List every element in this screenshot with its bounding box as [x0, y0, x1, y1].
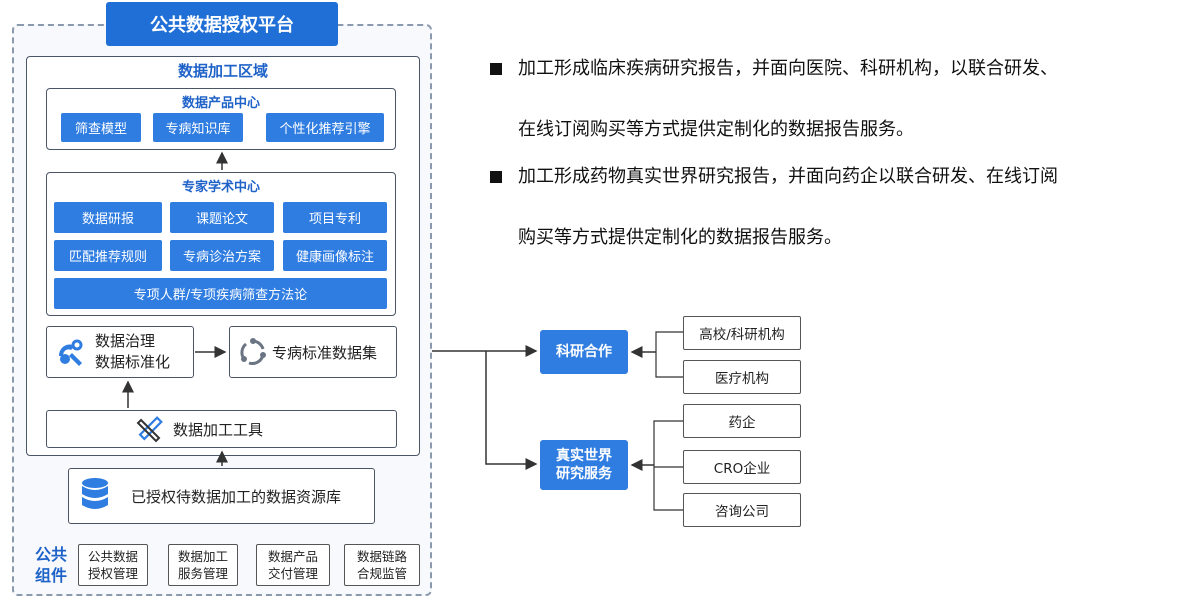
pub-item-line2: 授权管理 — [87, 566, 138, 581]
bullet-list: 加工形成临床疾病研究报告，并面向医院、科研机构，以联合研发、 在线订阅购买等方式… — [488, 54, 1188, 270]
expert-health-profile-labeling[interactable]: 健康画像标注 — [283, 240, 387, 271]
rwe-label-line1: 真实世界 — [556, 448, 612, 464]
target-medical-institutions[interactable]: 医疗机构 — [683, 360, 801, 394]
product-disease-knowledge-base[interactable]: 专病知识库 — [153, 113, 243, 142]
bullet-square-icon — [490, 171, 502, 183]
expert-screening-methodology[interactable]: 专项人群/专项疾病筛查方法论 — [54, 278, 387, 309]
bracket-rwe-targets — [653, 420, 684, 511]
standard-dataset-box[interactable]: 专病标准数据集 — [229, 326, 397, 378]
product-screening-model[interactable]: 筛查模型 — [61, 113, 141, 142]
expert-research-paper[interactable]: 课题论文 — [170, 202, 274, 233]
rwe-label-line2: 研究服务 — [556, 466, 612, 482]
bullet-item: 加工形成临床疾病研究报告，并面向医院、科研机构，以联合研发、 在线订阅购买等方式… — [488, 54, 1188, 145]
target-pharma[interactable]: 药企 — [683, 404, 801, 438]
pub-item-line1: 公共数据 — [87, 549, 138, 564]
public-component-delivery[interactable]: 数据产品交付管理 — [256, 544, 330, 586]
bullet-2-line1: 加工形成药物真实世界研究报告，并面向药企以联合研发、在线订阅 — [518, 166, 1058, 187]
pub-item-line2: 交付管理 — [267, 566, 318, 581]
pub-item-line1: 数据链路 — [356, 549, 407, 564]
public-component-compliance[interactable]: 数据链路合规监管 — [344, 544, 420, 586]
pub-item-line1: 数据产品 — [267, 549, 318, 564]
research-cooperation-box[interactable]: 科研合作 — [540, 330, 628, 374]
governance-line1: 数据治理 — [95, 332, 156, 350]
bullet-1-line1: 加工形成临床疾病研究报告，并面向医院、科研机构，以联合研发、 — [518, 58, 1058, 79]
target-cro[interactable]: CRO企业 — [683, 450, 801, 484]
pub-item-line1: 数据加工 — [177, 549, 228, 564]
public-components-title-line2: 组件 — [34, 566, 67, 585]
processing-tools-label: 数据加工工具 — [173, 420, 264, 439]
standard-dataset-label: 专病标准数据集 — [272, 343, 378, 362]
data-governance-box[interactable]: 数据治理 数据标准化 — [46, 326, 194, 378]
governance-icon — [55, 336, 87, 368]
rwe-service-box[interactable]: 真实世界研究服务 — [540, 440, 628, 490]
pub-item-line2: 服务管理 — [177, 566, 228, 581]
expert-project-patent[interactable]: 项目专利 — [283, 202, 387, 233]
ruler-pencil-icon — [135, 414, 165, 444]
public-component-authorization[interactable]: 公共数据授权管理 — [78, 544, 148, 586]
processing-tools-box[interactable]: 数据加工工具 — [46, 410, 397, 448]
expert-data-report[interactable]: 数据研报 — [54, 202, 162, 233]
resource-db-box[interactable]: 已授权待数据加工的数据资源库 — [68, 468, 375, 524]
bullet-item: 加工形成药物真实世界研究报告，并面向药企以联合研发、在线订阅 购买等方式提供定制… — [488, 162, 1188, 253]
resource-db-label: 已授权待数据加工的数据资源库 — [131, 487, 342, 506]
bullet-square-icon — [490, 63, 502, 75]
platform-title: 公共数据授权平台 — [106, 2, 338, 46]
target-consulting[interactable]: 咨询公司 — [683, 493, 801, 527]
arrow-to-rwe — [485, 351, 538, 470]
product-recommendation-engine[interactable]: 个性化推荐引擎 — [266, 113, 384, 142]
public-components-title: 公共 组件 — [28, 544, 74, 586]
cycle-icon — [238, 337, 268, 367]
database-icon — [79, 476, 111, 516]
public-components-title-line1: 公共 — [34, 545, 67, 564]
target-universities[interactable]: 高校/科研机构 — [683, 316, 801, 350]
processing-zone-title: 数据加工区域 — [177, 62, 268, 80]
pub-item-line2: 合规监管 — [356, 566, 407, 581]
public-component-service[interactable]: 数据加工服务管理 — [168, 544, 238, 586]
bullet-1-line2: 在线订阅购买等方式提供定制化的数据报告服务。 — [518, 119, 914, 140]
bracket-research-targets — [655, 331, 684, 378]
expert-matching-rules[interactable]: 匹配推荐规则 — [54, 240, 162, 271]
expert-center-title: 专家学术中心 — [181, 180, 260, 195]
product-center-title: 数据产品中心 — [181, 96, 260, 111]
expert-treatment-plan[interactable]: 专病诊治方案 — [170, 240, 274, 271]
governance-line2: 数据标准化 — [95, 353, 171, 371]
bullet-2-line2: 购买等方式提供定制化的数据报告服务。 — [518, 227, 842, 248]
